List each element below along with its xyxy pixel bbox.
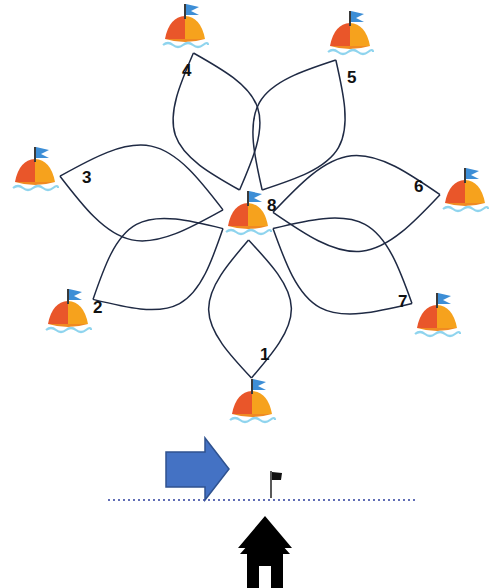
mark-number: 5 (347, 68, 356, 88)
buoy-mark: 2 (43, 288, 93, 338)
buoy-icon (412, 292, 462, 342)
finish-line (108, 499, 418, 501)
course-leg (273, 155, 440, 212)
course-leg (273, 218, 412, 303)
mark-number: 6 (414, 177, 423, 197)
buoy-icon (325, 10, 375, 60)
mark-number: 1 (260, 345, 269, 365)
course-leg (253, 60, 336, 190)
course-leg (173, 53, 240, 190)
mark-number: 8 (267, 196, 276, 216)
house-symbol (238, 516, 292, 588)
buoy-mark: 3 (10, 146, 60, 196)
mark-number: 3 (82, 168, 91, 188)
wind-arrow (166, 438, 229, 500)
course-leg (93, 218, 223, 299)
buoy-icon (10, 146, 60, 196)
buoy-icon (440, 167, 490, 217)
course-leg (209, 240, 252, 378)
course-leg (193, 53, 260, 190)
buoy-mark: 6 (440, 167, 490, 217)
buoy-mark: 1 (227, 378, 277, 428)
flag-pole (270, 471, 272, 498)
buoy-mark: 8 (223, 190, 273, 240)
buoy-icon (227, 378, 277, 428)
buoy-icon (160, 3, 210, 53)
course-leg (262, 60, 345, 190)
course-leg (93, 229, 223, 310)
course-leg (60, 145, 223, 210)
mark-number: 2 (93, 298, 102, 318)
mark-number: 4 (182, 61, 191, 81)
buoy-mark: 7 (412, 292, 462, 342)
buoy-icon (43, 288, 93, 338)
buoy-mark: 5 (325, 10, 375, 60)
buoy-icon (223, 190, 273, 240)
course-leg (273, 228, 412, 313)
finish-flag (272, 472, 282, 480)
mark-number: 7 (398, 292, 407, 312)
buoy-mark: 4 (160, 3, 210, 53)
